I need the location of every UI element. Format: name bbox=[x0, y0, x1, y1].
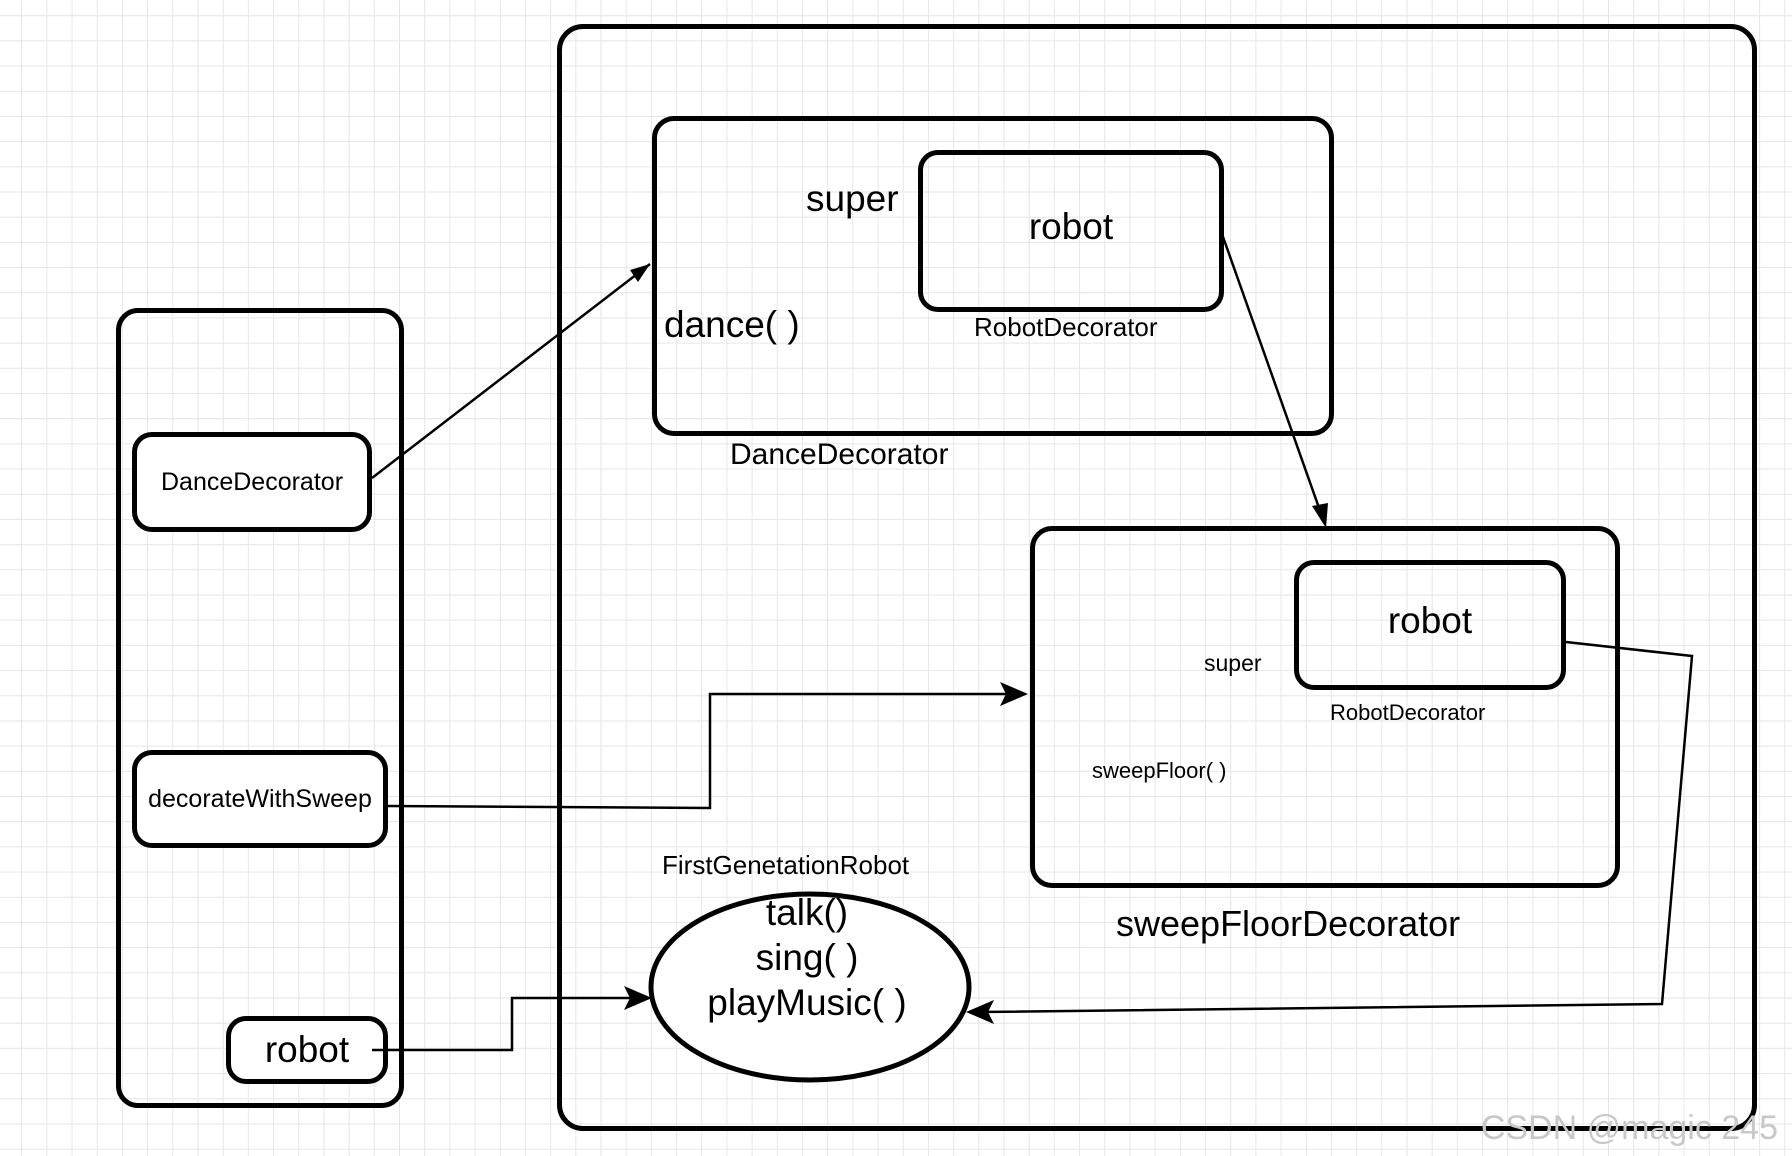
sweep-decorator-caption: sweepFloorDecorator bbox=[1116, 903, 1461, 944]
dance-decorator-box bbox=[652, 116, 1334, 436]
dance-inner-robot-caption: RobotDecorator bbox=[974, 312, 1158, 342]
outer-container-box bbox=[557, 24, 1757, 1131]
method-play-music: playMusic( ) bbox=[707, 982, 907, 1023]
dance-inner-robot-node: robot bbox=[918, 150, 1224, 312]
sweep-inner-robot-node: robot bbox=[1294, 560, 1566, 690]
dance-super-label: super bbox=[806, 178, 899, 219]
sweep-super-label: super bbox=[1204, 650, 1262, 676]
client-dance-decorator-label: DanceDecorator bbox=[160, 467, 344, 496]
sweep-method-label: sweepFloor( ) bbox=[1092, 758, 1227, 783]
method-talk: talk() bbox=[765, 892, 849, 933]
watermark: CSDN @magic 245 bbox=[1480, 1109, 1778, 1147]
sweep-inner-robot-label: robot bbox=[1387, 600, 1473, 641]
first-generation-robot-caption: FirstGenetationRobot bbox=[662, 850, 910, 880]
method-sing: sing( ) bbox=[755, 937, 859, 978]
client-robot-label: robot bbox=[264, 1029, 350, 1070]
first-generation-robot-methods: talk() sing( ) playMusic( ) bbox=[652, 890, 962, 1025]
client-dance-decorator-node: DanceDecorator bbox=[132, 432, 372, 532]
client-robot-node: robot bbox=[226, 1016, 388, 1084]
dance-inner-robot-label: robot bbox=[1028, 206, 1114, 247]
dance-decorator-caption: DanceDecorator bbox=[730, 438, 949, 471]
sweep-inner-robot-caption: RobotDecorator bbox=[1330, 700, 1486, 725]
client-decorate-with-sweep-node: decorateWithSweep bbox=[132, 750, 388, 848]
client-decorate-with-sweep-label: decorateWithSweep bbox=[148, 784, 372, 813]
dance-method-label: dance( ) bbox=[664, 304, 800, 345]
client-box bbox=[116, 308, 404, 1108]
